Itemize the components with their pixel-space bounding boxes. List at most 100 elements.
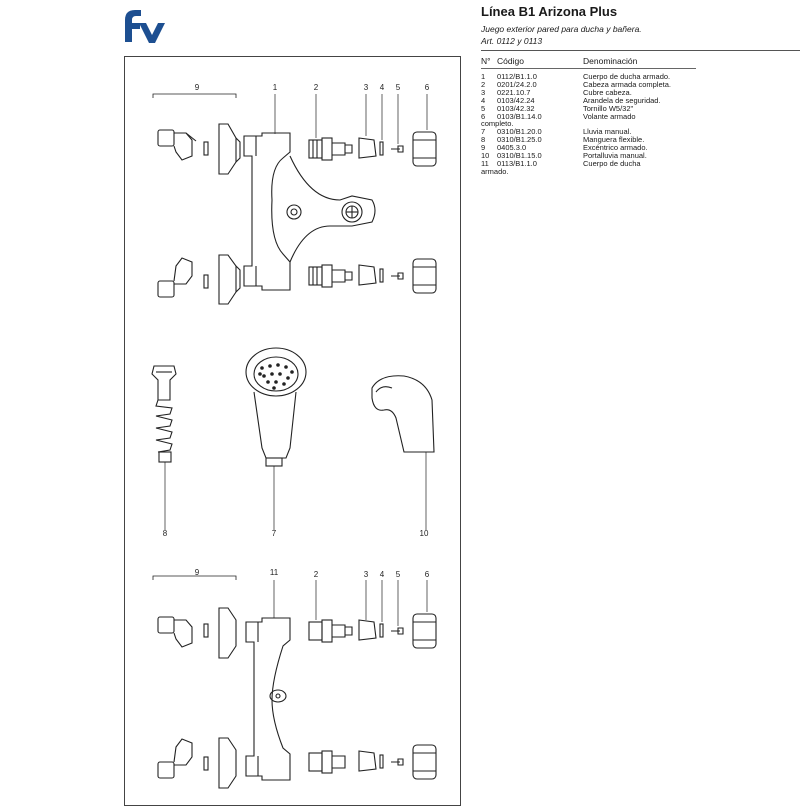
washer-part-4 (379, 623, 384, 638)
part-number: 5 (481, 103, 486, 113)
eccentric-elbow-part-9 (157, 616, 193, 648)
fv-logo (125, 10, 165, 43)
escutcheon-part-9 (218, 607, 237, 659)
shower-body-part-1 (243, 132, 376, 291)
part-name-continuation: armado. (481, 166, 509, 176)
part-label: 3 (364, 570, 369, 579)
part-label: 1 (273, 83, 278, 92)
group-bracket (152, 93, 237, 98)
part-name: Cuerpo de ducha (583, 158, 641, 168)
seal-ring (203, 623, 209, 638)
parts-list-divider (481, 68, 696, 69)
part-code: 0221.10.7 (497, 87, 531, 97)
part-number: 3 (481, 87, 486, 97)
part-name: Lluvia manual. (583, 127, 632, 137)
page-subtitle: Juego exterior pared para ducha y bañera… (481, 24, 642, 34)
part-code: 0103/B1.14.0 (497, 111, 542, 121)
part-code: 0310/B1.15.0 (497, 151, 542, 161)
part-name: Tornillo W5/32" (583, 103, 634, 113)
part-code: 0112/B1.1.0 (497, 72, 537, 81)
group-bracket (152, 575, 237, 580)
part-number: 6 (481, 111, 486, 121)
part-label: 4 (380, 83, 385, 92)
col-name-header: Denominación (583, 56, 638, 66)
part-label: 9 (195, 568, 200, 577)
cap-cover-part-3 (358, 264, 377, 286)
col-code-header: Código (497, 56, 524, 66)
handle-part-6 (412, 744, 437, 780)
part-label: 9 (195, 83, 200, 92)
screw-part-5 (391, 627, 404, 635)
part-number: 1 (481, 72, 486, 81)
part-number: 8 (481, 135, 486, 145)
handle-part-6 (412, 613, 437, 649)
cartridge-head-part-2 (308, 264, 353, 288)
cartridge-head-part-2 (308, 137, 353, 161)
eccentric-elbow-part-9 (157, 129, 197, 161)
parts-list-row: 9 0405.3.0 Excéntrico armado. (481, 144, 696, 152)
part-number: 4 (481, 95, 486, 105)
parts-list-row: 3 0221.10.7 Cubre cabeza. (481, 87, 696, 97)
washer-part-4 (379, 141, 384, 156)
parts-list-row: 1 0112/B1.1.0 Cuerpo de ducha armado. (481, 73, 696, 81)
part-name: Cubre cabeza. (583, 87, 632, 97)
part-label: 10 (420, 529, 429, 538)
part-code: 0310/B1.20.0 (497, 127, 542, 137)
shower-body-part-11 (245, 617, 291, 781)
handle-part-6 (412, 258, 437, 294)
part-name: Cuerpo de ducha armado. (583, 72, 671, 81)
eccentric-elbow-part-9 (157, 257, 193, 298)
parts-list-row: 4 0103/42.24 Arandela de seguridad. (481, 95, 696, 105)
parts-list-header: N° Código Denominación (481, 56, 696, 67)
screw-part-5 (391, 145, 404, 153)
part-label: 11 (270, 568, 279, 577)
escutcheon-part-9 (218, 123, 241, 175)
part-label: 4 (380, 570, 385, 579)
part-name: Manguera flexible. (583, 135, 645, 145)
washer-part-4 (379, 754, 384, 769)
part-name: Excéntrico armado. (583, 143, 648, 153)
cap-cover-part-3 (358, 137, 377, 159)
handle-part-6 (412, 131, 437, 167)
escutcheon-part-9 (218, 737, 237, 789)
part-label: 2 (314, 570, 319, 579)
seal-ring (203, 274, 209, 289)
cartridge-head-part-2 (308, 750, 346, 774)
screw-part-5 (391, 272, 404, 280)
col-number-header: N° (481, 56, 491, 66)
part-number: 11 (481, 158, 489, 168)
seal-ring (203, 141, 209, 156)
escutcheon-part-9 (218, 254, 241, 305)
flexible-hose-part-8 (151, 365, 177, 530)
part-label: 5 (396, 83, 401, 92)
part-label: 5 (396, 570, 401, 579)
part-name-continuation: completo. (481, 119, 514, 129)
page-title: Línea B1 Arizona Plus (481, 4, 618, 19)
part-code: 0310/B1.25.0 (497, 135, 542, 145)
eccentric-elbow-part-9 (157, 738, 193, 779)
part-name: Arandela de seguridad. (583, 95, 661, 105)
hand-shower-part-7 (245, 347, 307, 530)
part-label: 6 (425, 570, 430, 579)
part-number: 9 (481, 143, 486, 153)
washer-part-4 (379, 268, 384, 283)
part-name: Volante armado (583, 111, 636, 121)
part-label: 8 (163, 529, 168, 538)
cap-cover-part-3 (358, 619, 377, 641)
part-code: 0103/42.24 (497, 95, 535, 105)
seal-ring (203, 756, 209, 771)
part-code: 0113/B1.1.0 (497, 158, 537, 168)
parts-list-row: 11 0113/B1.1.0 Cuerpo de ducha (481, 160, 696, 168)
parts-list-row: 8 0310/B1.25.0 Manguera flexible. (481, 136, 696, 144)
part-code: 0405.3.0 (497, 143, 527, 153)
article-numbers: Art. 0112 y 0113 (481, 36, 543, 46)
part-name: Portalluvia manual. (583, 151, 647, 161)
part-label: 2 (314, 83, 319, 92)
shower-holder-part-10 (371, 375, 435, 530)
part-label: 7 (272, 529, 277, 538)
